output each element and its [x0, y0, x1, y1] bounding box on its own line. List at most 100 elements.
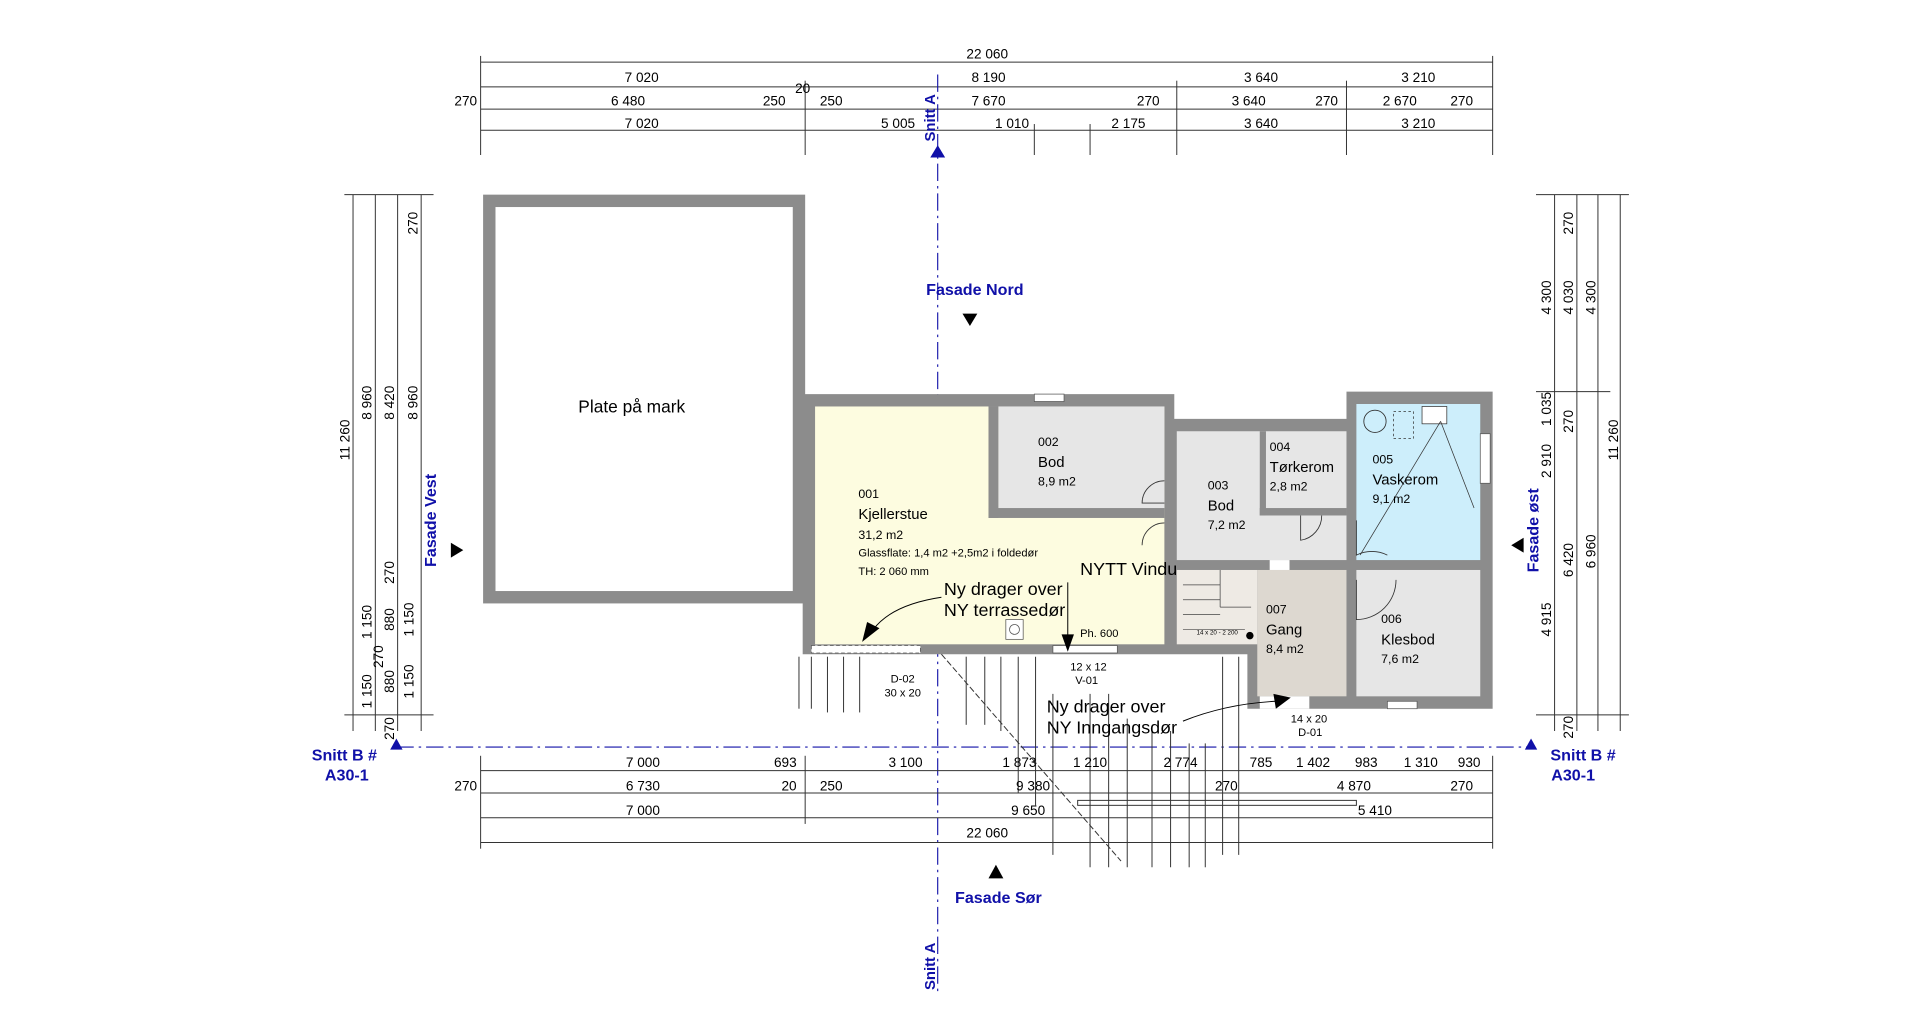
dim-label: 2 175	[1111, 116, 1145, 131]
top-dimensions: 22 060 7 020 8 190 3 640 3 210 270 6 480…	[454, 46, 1494, 156]
dim-label: 270	[1450, 93, 1473, 108]
dim-label: 5 410	[1358, 803, 1392, 818]
dim-label: 1 010	[995, 116, 1029, 131]
room-area: 7,2 m2	[1208, 518, 1246, 532]
dim-label: 2 910	[1539, 444, 1554, 478]
section-b-label-left: Snitt B #	[312, 747, 377, 765]
room-name: Bod	[1208, 499, 1234, 515]
section-b-triangle-icon	[1524, 738, 1538, 750]
dim-bottom-total: 22 060	[966, 826, 1008, 841]
dim-label: 6 730	[626, 778, 660, 793]
section-markers: Snitt A Snitt A Snitt B # A30-1 Snitt B …	[312, 94, 1616, 990]
dim-label: 270	[1215, 778, 1238, 793]
room-height: TH: 2 060 mm	[858, 566, 928, 578]
door-size-d01: 14 x 20	[1291, 713, 1328, 725]
dim-label: 1 150	[360, 674, 375, 708]
dim-label: 1 150	[402, 602, 417, 636]
slab-label: Plate på mark	[578, 397, 685, 417]
door-id-d02: D-02	[891, 674, 915, 686]
section-a-label-top: Snitt A	[923, 94, 939, 142]
bottom-dimensions: 7 000 693 3 100 1 873 1 210 2 774 785 1 …	[454, 755, 1494, 849]
section-a-label-bottom: Snitt A	[923, 942, 939, 990]
room-area: 9,1 m2	[1372, 492, 1410, 506]
dim-label: 250	[820, 93, 843, 108]
dim-label: 270	[1561, 211, 1576, 234]
dim-label: 4 030	[1561, 280, 1576, 314]
room-area: 7,6 m2	[1381, 652, 1419, 666]
dim-label: 8 960	[405, 385, 420, 419]
dim-label: 7 020	[625, 116, 659, 131]
dim-top-total: 22 060	[966, 46, 1008, 61]
dim-label: 8 190	[971, 70, 1005, 85]
dim-label: 3 100	[888, 755, 922, 770]
dim-label: 270	[1315, 93, 1338, 108]
section-b-label-right: Snitt B #	[1550, 747, 1615, 765]
note-drager-inngang: Ny drager over	[1047, 696, 1166, 716]
room-number: 004	[1270, 440, 1291, 454]
building	[802, 391, 1493, 710]
room-name: Tørkerom	[1270, 460, 1334, 476]
room-name: Vaskerom	[1372, 473, 1438, 489]
dim-label: 2 774	[1163, 755, 1197, 770]
dim-label: 8 420	[382, 385, 397, 419]
note-ph: Ph. 600	[1080, 628, 1118, 640]
dim-label: 3 640	[1244, 116, 1278, 131]
dim-label: 3 640	[1232, 93, 1266, 108]
dim-label: 1 310	[1404, 755, 1438, 770]
elevation-sor-triangle-icon	[988, 864, 1004, 879]
door-size-d02: 30 x 20	[884, 687, 920, 699]
dim-label: 270	[1137, 93, 1160, 108]
dim-label: 4 870	[1337, 778, 1371, 793]
dim-label: 5 005	[881, 116, 915, 131]
dim-label: 880	[382, 670, 397, 693]
dim-label: 270	[382, 561, 397, 584]
dim-label: 7 020	[625, 70, 659, 85]
note-nytt-vindu: NYTT Vindu	[1080, 559, 1177, 579]
room-006: 006 Klesbod 7,6 m2	[1381, 612, 1435, 666]
room-area: 2,8 m2	[1270, 480, 1308, 494]
terrace-deck	[798, 653, 1357, 868]
dim-label: 270	[405, 211, 420, 234]
room-name: Bod	[1038, 455, 1064, 471]
dim-label: 270	[1561, 410, 1576, 433]
section-b-ref-left: A30-1	[325, 767, 369, 785]
room-name: Klesbod	[1381, 632, 1435, 648]
dim-label: 8 960	[360, 385, 375, 419]
slab-plate-pa-mark: Plate på mark	[483, 194, 806, 604]
dim-label: 250	[820, 778, 843, 793]
dim-label: 4 300	[1583, 280, 1598, 314]
note-drager-terrasse: Ny drager over	[944, 579, 1063, 599]
note-inngangsdor: NY Inngangsdør	[1047, 717, 1177, 737]
dim-label: 270	[454, 93, 477, 108]
arrow-head-icon	[1273, 693, 1291, 709]
window-id: V-01	[1075, 675, 1098, 687]
room-name: Kjellerstue	[858, 507, 927, 523]
dim-label: 11 260	[337, 419, 352, 460]
dim-label: 6 480	[611, 93, 645, 108]
dim-label: 3 210	[1401, 116, 1435, 131]
dim-label: 693	[774, 755, 797, 770]
section-a-triangle-icon	[930, 145, 946, 158]
right-dimensions: 4 300 4 030 4 300 270 1 035 270 2 910 4 …	[1536, 194, 1629, 739]
room-004: 004 Tørkerom 2,8 m2	[1270, 440, 1334, 494]
room-003: 003 Bod 7,2 m2	[1208, 478, 1246, 532]
left-dimensions: 11 260 8 960 8 420 8 960 270 270 1 150 8…	[337, 194, 434, 740]
dim-label: 1 402	[1296, 755, 1330, 770]
room-005: 005 Vaskerom 9,1 m2	[1372, 452, 1438, 506]
dim-label: 270	[1561, 716, 1576, 739]
dim-label: 9 380	[1016, 778, 1050, 793]
dim-label: 1 150	[360, 605, 375, 639]
dim-label: 880	[382, 608, 397, 631]
stair-label: 14 x 20 - 2 200	[1197, 629, 1239, 636]
note-terrassedor: NY terrassedør	[944, 600, 1065, 620]
dim-label: 6 960	[1583, 534, 1598, 568]
dim-label: 4 915	[1539, 602, 1554, 636]
dim-label: 7 000	[626, 755, 660, 770]
dim-label: 3 210	[1401, 70, 1435, 85]
dim-label: 930	[1458, 755, 1481, 770]
room-number: 005	[1372, 452, 1393, 466]
room-number: 007	[1266, 602, 1287, 616]
elevation-nord-triangle-icon	[962, 313, 978, 326]
annotations: Ny drager over NY terrassedør NYTT Vindu…	[862, 559, 1327, 739]
dim-label: 270	[454, 778, 477, 793]
